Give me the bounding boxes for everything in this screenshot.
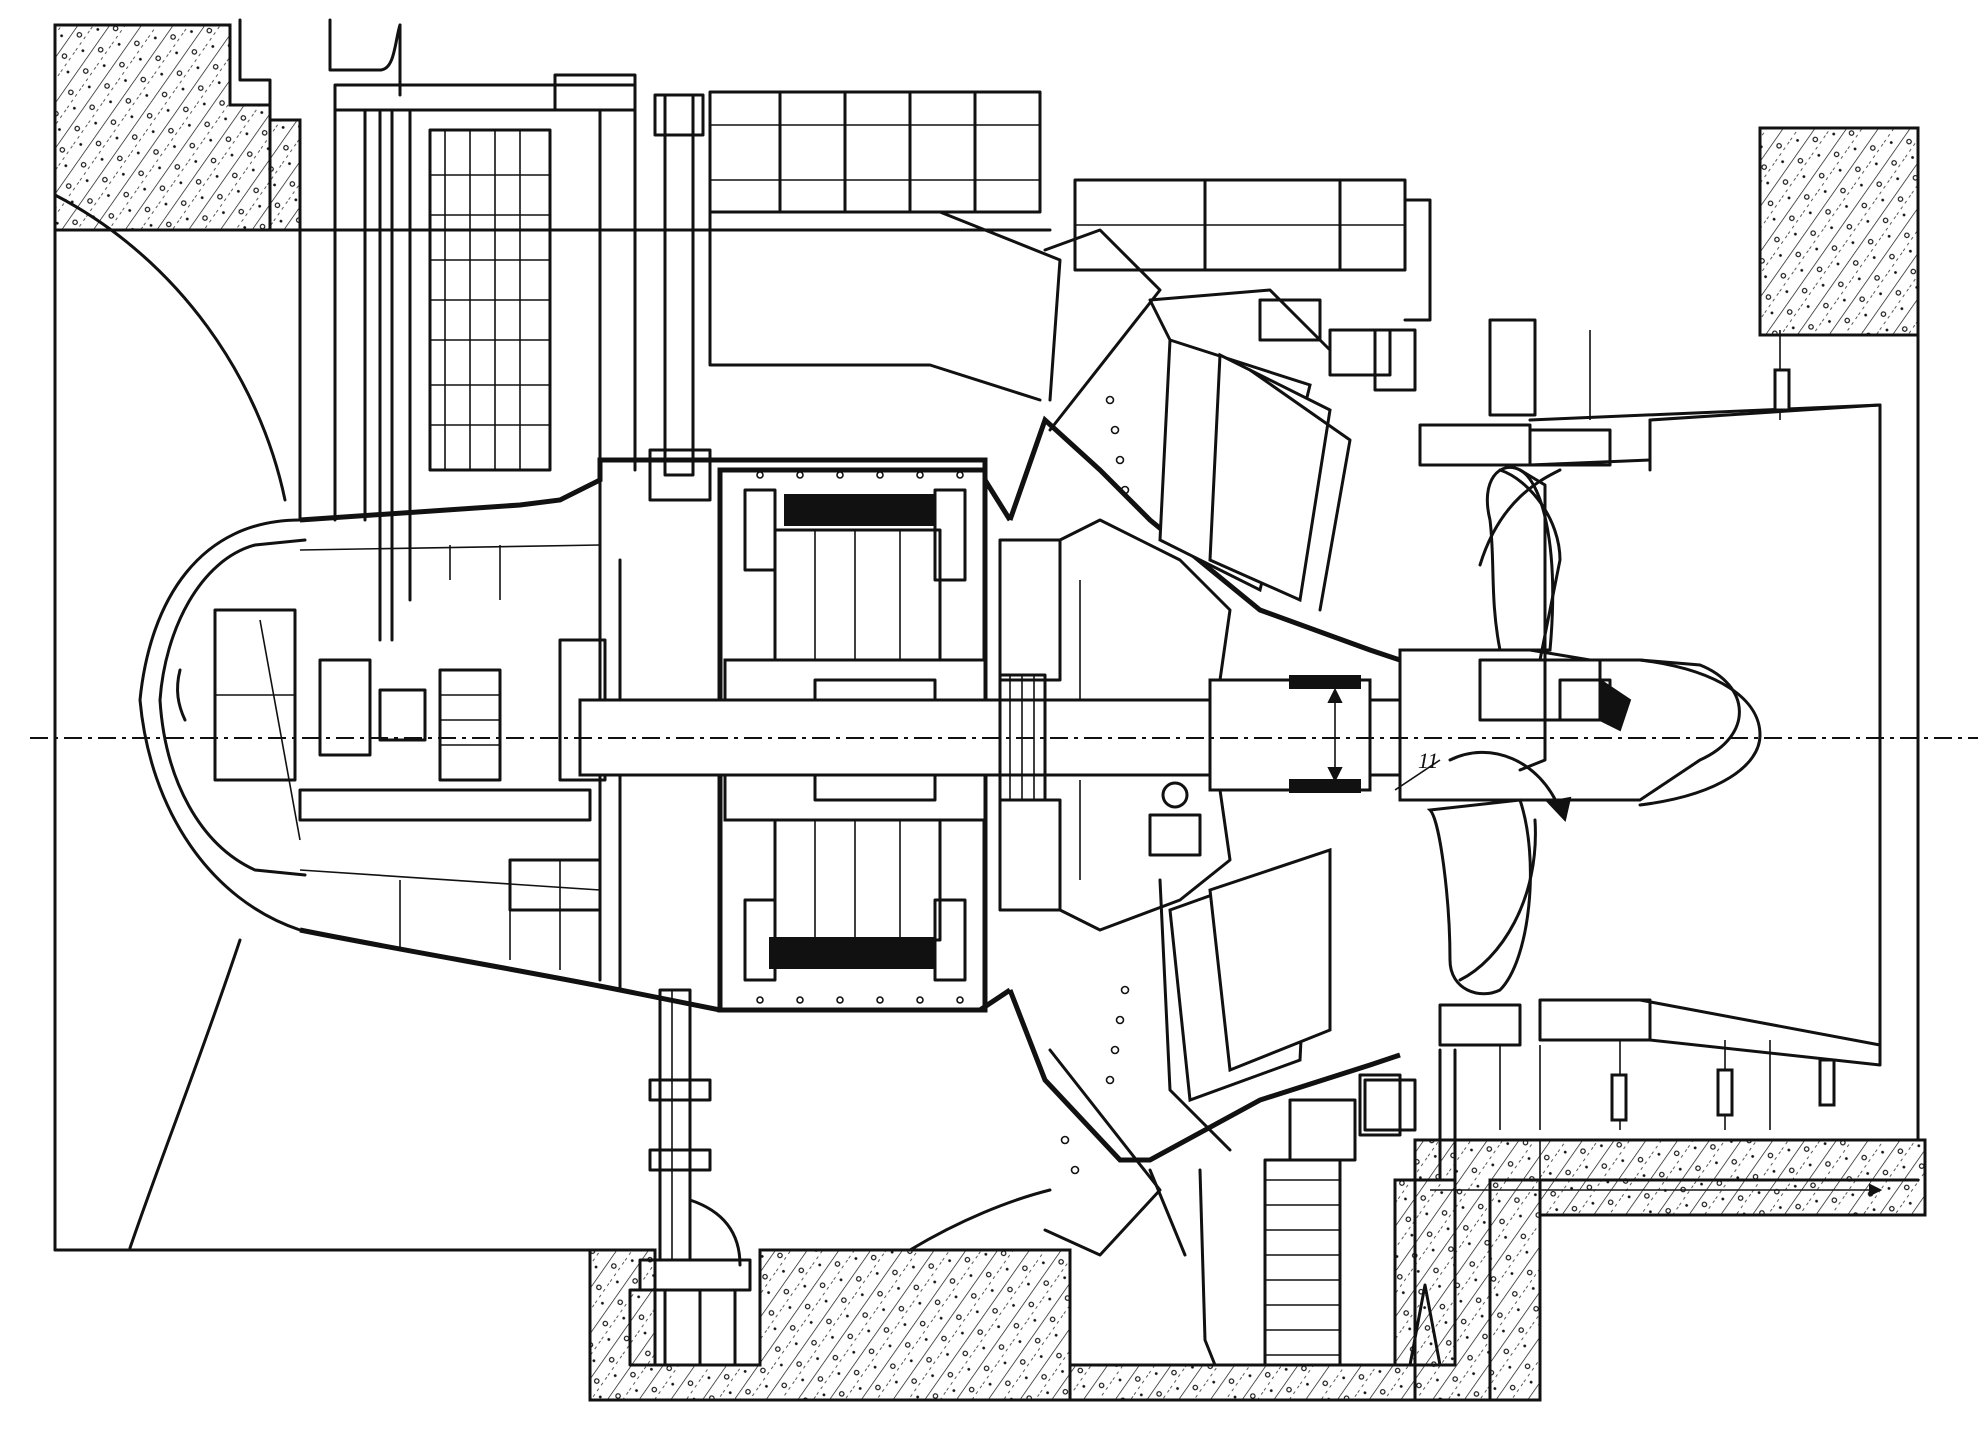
draft-tube-liner: [1430, 418, 1883, 1197]
ladder-rungs: [1265, 1179, 1340, 1356]
concrete-upper-right: [1758, 126, 1920, 337]
callout-number-11: 11: [1418, 748, 1438, 773]
lower-access-shaft-left: [628, 988, 752, 1367]
runner-hub: [1398, 648, 1741, 802]
lower-access-shaft-right: [1148, 1048, 1457, 1367]
radiator-grid: [430, 130, 550, 470]
stay-ring-rivets: [1060, 395, 1130, 1175]
stator-rivets: [756, 471, 964, 1004]
main-shaft: [578, 673, 1442, 802]
inner-support-structure: [998, 518, 1232, 932]
concrete-lower-middle: [1068, 1178, 1417, 1402]
right-upper-walkway: [1073, 178, 1882, 467]
stator-coil-lower: [769, 937, 936, 969]
concrete-lower-left-pit: [588, 1248, 1072, 1402]
water-passage: [53, 193, 1920, 1252]
turbine-runner: [1398, 466, 1762, 996]
guide-vane-assembly: [1007, 228, 1417, 1257]
upper-access-structure: [238, 18, 1062, 642]
bulb-nose: [138, 518, 307, 932]
vertical-access-shaft: [648, 93, 712, 502]
upper-grille-frames: [708, 90, 1062, 402]
concrete-upper-left-wall: [268, 118, 302, 232]
rotor-callout: 11: [1394, 748, 1441, 791]
guide-vane-upper-2: [1208, 352, 1332, 603]
guide-vane-lower-2: [1208, 847, 1332, 1073]
stator-coil-upper: [784, 494, 936, 526]
concrete-upper-left: [53, 23, 272, 232]
concrete-lower-right-step: [1488, 1178, 1542, 1402]
